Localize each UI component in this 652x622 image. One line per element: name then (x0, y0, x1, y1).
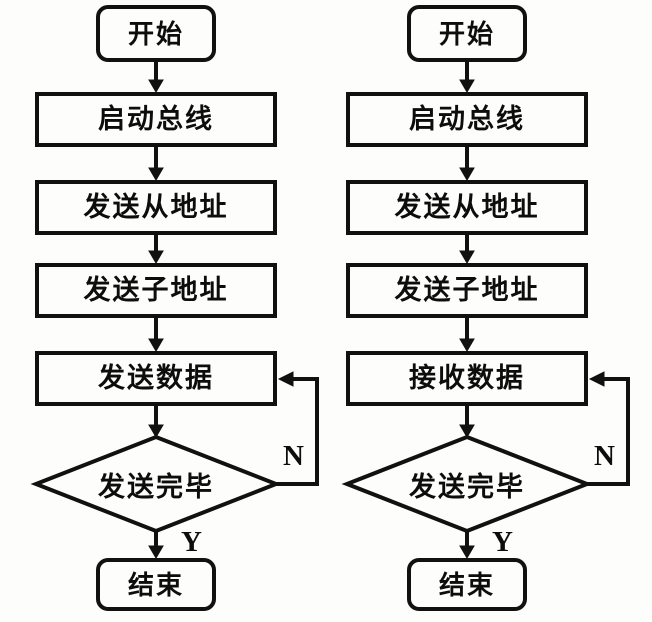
branch-label-yes: Y (181, 526, 202, 558)
flow-node-send-sub-address: 发送子地址 (346, 263, 588, 318)
flow-node-end: 结束 (96, 558, 216, 611)
flow-node-start-bus: 启动总线 (346, 92, 588, 147)
flow-node-decision-label: 发送完毕 (98, 471, 214, 502)
flow-node-receive-data: 接收数据 (346, 351, 588, 406)
flow-node-send-slave-address: 发送从地址 (35, 180, 277, 235)
flow-node-start-bus: 启动总线 (35, 92, 277, 147)
flow-node-send-data: 发送数据 (35, 351, 277, 406)
branch-label-no: N (283, 440, 304, 472)
flow-node-start: 开始 (96, 5, 216, 62)
flowchart-receive: 开始 启动总线 发送从地址 发送子地址 接收数据 发送完毕 N Y 结束 (311, 0, 652, 622)
flow-node-send-sub-address: 发送子地址 (35, 263, 277, 318)
branch-label-yes: Y (492, 526, 513, 558)
branch-label-no: N (594, 440, 615, 472)
flow-node-decision-label: 发送完毕 (409, 471, 525, 502)
flow-node-start: 开始 (407, 5, 527, 62)
flow-node-send-slave-address: 发送从地址 (346, 180, 588, 235)
flow-node-end: 结束 (407, 558, 527, 611)
